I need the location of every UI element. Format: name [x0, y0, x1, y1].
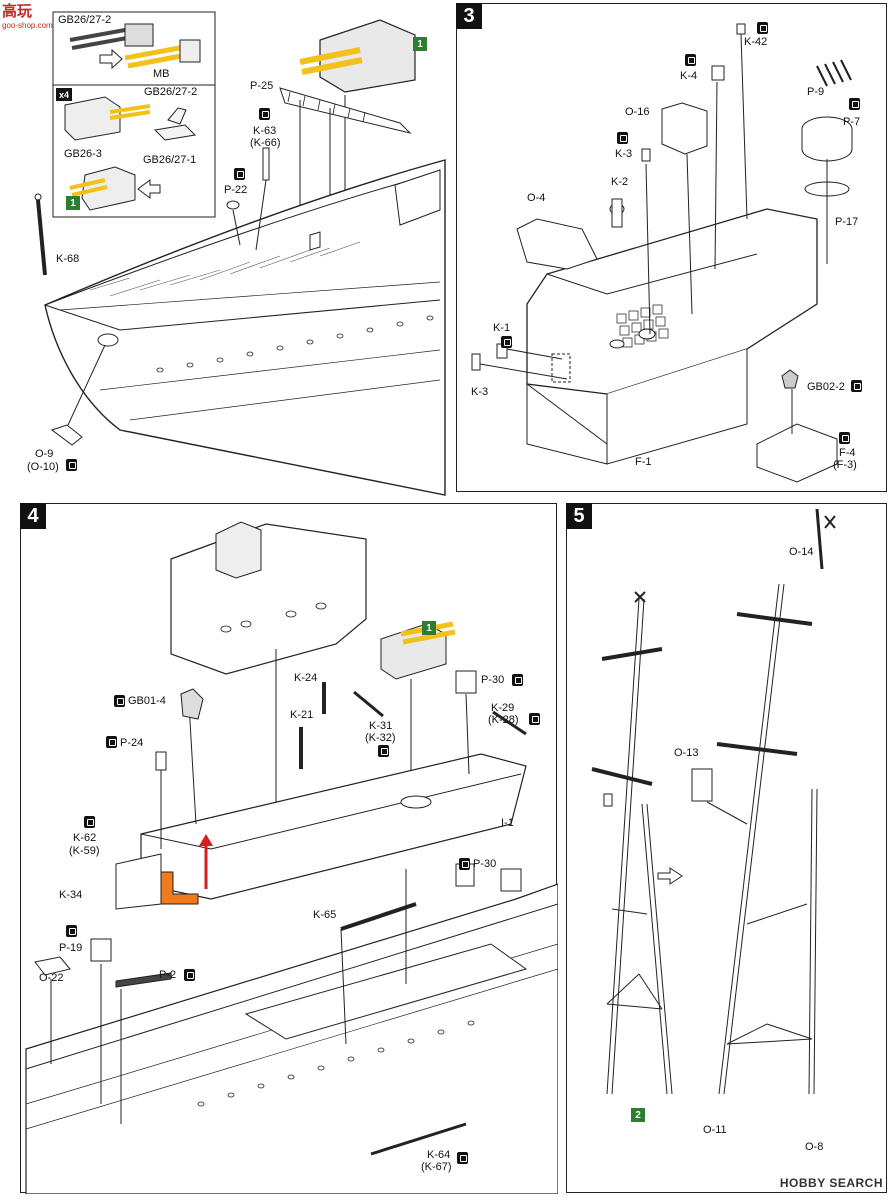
part-mark-icon — [851, 380, 862, 392]
step5-drawing — [591, 508, 836, 1095]
label-p17: P-17 — [835, 216, 859, 228]
part-mark-icon — [378, 745, 389, 757]
step3-drawing — [471, 23, 853, 483]
label-k29: K-29 — [491, 702, 515, 714]
label-o4: O-4 — [527, 192, 546, 204]
step3-number: 3 — [456, 3, 482, 29]
label-p30a: P-30 — [481, 674, 505, 686]
o4-plate — [516, 218, 598, 270]
part-mark-icon — [84, 816, 95, 828]
label-p30b: P-30 — [473, 858, 497, 870]
label-o11: O-11 — [703, 1124, 727, 1136]
inset-label-gb26-27-2-top: GB26/27-2 — [58, 14, 112, 26]
label-p19: P-19 — [59, 942, 83, 954]
part-mark-icon — [459, 858, 470, 870]
part-mark-icon — [529, 713, 540, 725]
step4-number: 4 — [20, 503, 46, 529]
part-mark-icon — [114, 695, 125, 707]
label-f3: (F-3) — [833, 459, 857, 471]
label-i1: I-1 — [501, 817, 514, 829]
label-k24: K-24 — [294, 672, 318, 684]
label-p2: P-2 — [159, 969, 177, 981]
label-k59: (K-59) — [69, 845, 100, 857]
label-p9: P-9 — [807, 86, 825, 98]
footer-watermark: HOBBY SEARCH — [779, 1176, 883, 1190]
part-mark-icon — [512, 674, 523, 686]
part-mark-icon — [617, 132, 628, 144]
label-gb02-2: GB02-2 — [807, 381, 845, 393]
part-mark-icon — [234, 168, 245, 180]
inset-label-gb26-27-1: GB26/27-1 — [143, 154, 197, 166]
part-mark-icon — [839, 432, 850, 444]
label-k62: K-62 — [73, 832, 97, 844]
label-k66: (K-66) — [250, 137, 281, 149]
inset-gray-barrels — [69, 28, 128, 50]
label-k63: K-63 — [253, 125, 277, 137]
step5-panel: 5 O-14 O-13 2 O-11 O-8 — [566, 503, 887, 1193]
step4-panel: 4 — [20, 503, 558, 1194]
label-o16: O-16 — [625, 106, 650, 118]
label-o8: O-8 — [805, 1141, 824, 1153]
label-k2: K-2 — [611, 176, 629, 188]
watermark-site: goo-shop.com — [2, 21, 53, 30]
turret-step-badge: 1 — [413, 37, 427, 51]
part-mark-icon — [66, 925, 77, 937]
label-gb01-4: GB01-4 — [128, 695, 166, 707]
bow-hull — [44, 159, 446, 496]
label-k32: (K-32) — [365, 732, 396, 744]
label-k21: K-21 — [290, 709, 314, 721]
label-k68: K-68 — [56, 253, 80, 265]
main-turret — [319, 19, 416, 93]
inset-label-gb26-27-2: GB26/27-2 — [144, 86, 198, 98]
label-f1: F-1 — [635, 456, 652, 468]
label-p24: P-24 — [120, 737, 144, 749]
part-mark-icon — [849, 98, 860, 110]
label-k31: K-31 — [369, 720, 393, 732]
label-p22: P-22 — [224, 184, 248, 196]
part-mark-icon — [501, 336, 512, 348]
part-mark-icon — [457, 1152, 468, 1164]
label-p7: P-7 — [843, 116, 861, 128]
label-k4: K-4 — [680, 70, 698, 82]
inset-label-gb26-3: GB26-3 — [64, 148, 102, 160]
step4-drawing — [25, 521, 558, 1194]
turret-step-badge: 1 — [422, 621, 436, 635]
label-k65: K-65 — [313, 909, 337, 921]
label-o10: (O-10) — [27, 461, 59, 473]
label-k67: (K-67) — [421, 1161, 452, 1173]
step3-panel: 3 — [456, 3, 887, 492]
label-f4: F-4 — [839, 447, 856, 459]
label-o22: O-22 — [39, 972, 64, 984]
label-k34: K-34 — [59, 889, 83, 901]
part-mark-icon — [685, 54, 696, 66]
part-mark-icon — [66, 459, 77, 471]
step5-number: 5 — [566, 503, 592, 529]
label-o14: O-14 — [789, 546, 814, 558]
label-k42: K-42 — [744, 36, 768, 48]
label-o9: O-9 — [35, 448, 54, 460]
part-mark-icon — [106, 736, 117, 748]
inset-x4-badge: x4 — [56, 88, 72, 101]
label-k64: K-64 — [427, 1149, 451, 1161]
label-o13: O-13 — [674, 747, 699, 759]
part-mark-icon — [259, 108, 270, 120]
label-k28: (K-28) — [488, 714, 519, 726]
inset-label-mb: MB — [153, 68, 170, 80]
part-mark-icon — [757, 22, 768, 34]
inset-step-badge: 1 — [66, 196, 80, 210]
label-p25: P-25 — [250, 80, 274, 92]
part-mark-icon — [184, 969, 195, 981]
label-k3: K-3 — [615, 148, 633, 160]
mast-step-badge: 2 — [631, 1108, 645, 1122]
watermark-brand: 高玩 — [2, 3, 33, 20]
label-k1: K-1 — [493, 322, 511, 334]
inset-turret — [64, 96, 121, 141]
label-k3b: K-3 — [471, 386, 489, 398]
